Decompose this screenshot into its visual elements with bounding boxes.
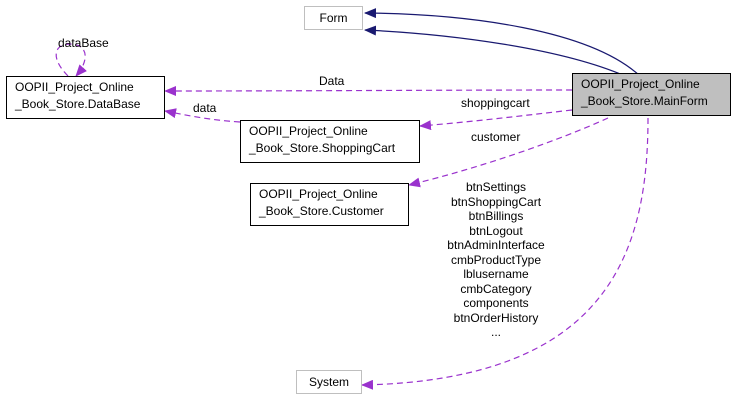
edge-mainform-customer xyxy=(408,117,609,188)
edge-label-data-cart: data xyxy=(193,101,217,115)
system-member-label: lblusername xyxy=(463,267,529,281)
system-member-label: btnShoppingCart xyxy=(450,194,542,209)
edge-label-data-main: Data xyxy=(319,74,345,88)
edge-database-self xyxy=(55,43,88,77)
system-member-label: cmbProductType xyxy=(450,252,542,267)
system-member-label: btnOrderHistory xyxy=(453,310,539,325)
system-member-label: components xyxy=(463,296,529,310)
edge-mainform-system xyxy=(361,117,649,390)
shoppingcart-node[interactable]: OOPII_Project_Online _Book_Store.Shoppin… xyxy=(240,120,420,163)
edge-mainform-form-lower xyxy=(364,25,626,77)
customer-node[interactable]: OOPII_Project_Online _Book_Store.Custome… xyxy=(250,183,409,226)
edge-mainform-shoppingcart xyxy=(419,109,573,131)
edge-mainform-form-upper xyxy=(364,8,641,77)
edge-label-customer: customer xyxy=(471,130,521,144)
system-member-label: btnSettings xyxy=(465,180,527,194)
database-node[interactable]: OOPII_Project_Online _Book_Store.DataBas… xyxy=(6,76,165,119)
system-node[interactable]: System xyxy=(296,370,362,394)
system-member-label: cmbCategory xyxy=(460,281,532,296)
edge-mainform-database xyxy=(164,85,573,96)
edge-label-shoppingcart: shoppingcart xyxy=(461,96,530,110)
system-member-label: btnAdminInterface xyxy=(447,238,545,252)
system-member-label: btnLogout xyxy=(469,223,523,238)
system-member-label: btnBillings xyxy=(468,209,524,223)
edge-label-database-self: dataBase xyxy=(58,36,109,50)
system-member-label: ... xyxy=(490,325,502,339)
form-node[interactable]: Form xyxy=(304,6,363,30)
mainform-node[interactable]: OOPII_Project_Online _Book_Store.MainFor… xyxy=(572,73,731,116)
